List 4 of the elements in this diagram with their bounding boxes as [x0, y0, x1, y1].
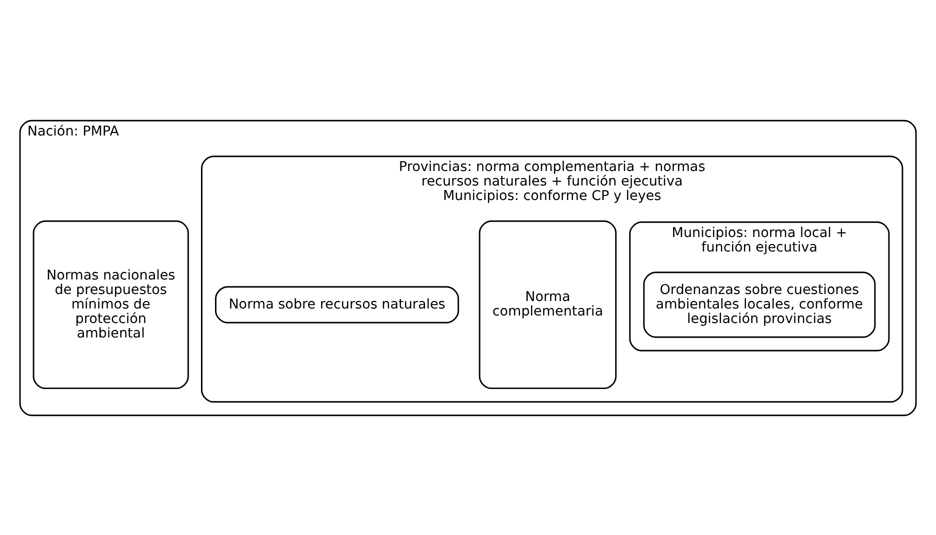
node-box: Norma complementaria [478, 220, 617, 389]
node-box: Normas nacionales de presupuestos mínimos de protección ambiental [32, 220, 189, 389]
node-box: Norma sobre recursos naturales [215, 286, 460, 323]
node-box: Ordenanzas sobre cuestiones ambientales locales, conforme legislación provincias [643, 271, 876, 338]
